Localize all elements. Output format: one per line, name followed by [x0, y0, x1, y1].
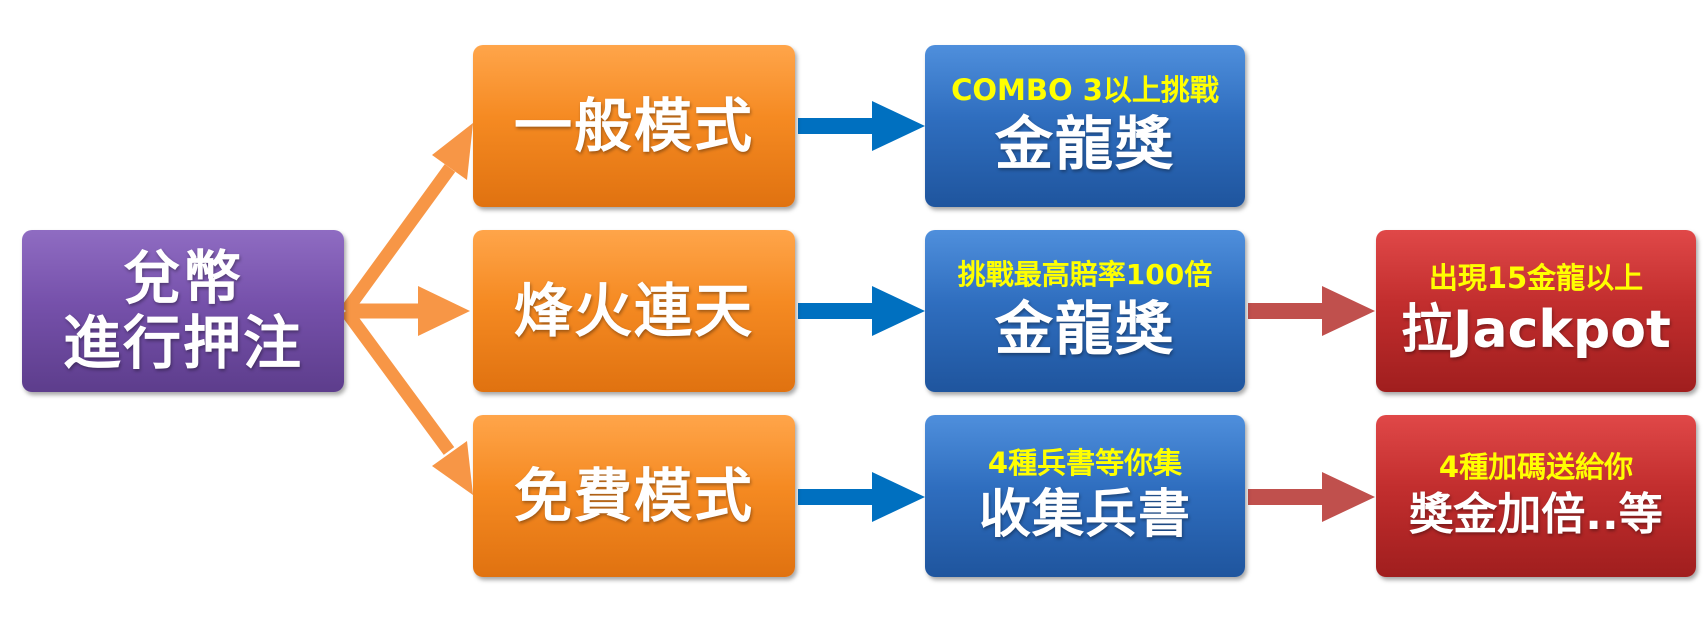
- bonus-box-double: 4種加碼送給你 獎金加倍..等: [1376, 415, 1696, 577]
- result-subtitle-1: COMBO 3以上挑戰: [951, 72, 1219, 107]
- result-subtitle-2: 挑戰最高賠率100倍: [957, 258, 1213, 292]
- bonus-subtitle-jackpot: 出現15金龍以上: [1428, 260, 1644, 295]
- mode-label-war: 烽火連天: [513, 276, 754, 345]
- start-box: 兌幣 進行押注: [22, 230, 344, 392]
- mode-box-free: 免費模式: [473, 415, 795, 577]
- result-label-1: 金龍獎: [994, 110, 1175, 179]
- result-subtitle-3: 4種兵書等你集: [987, 445, 1183, 480]
- mode-label-free: 免費模式: [513, 461, 754, 530]
- orange-arrow-to-war-mode: [346, 286, 470, 336]
- blue-arrow-row-2: [798, 286, 925, 336]
- bonus-box-jackpot: 出現15金龍以上 拉Jackpot: [1376, 230, 1696, 392]
- result-box-3: 4種兵書等你集 收集兵書: [925, 415, 1245, 577]
- red-arrow-row-3: [1248, 472, 1375, 522]
- blue-arrow-row-3: [798, 472, 925, 522]
- start-box-label: 兌幣 進行押注: [63, 246, 303, 376]
- start-line-2: 進行押注: [62, 309, 303, 377]
- orange-arrow-to-normal-mode: [340, 123, 473, 315]
- mode-box-normal: 一般模式: [473, 45, 795, 207]
- start-line-1: 兌幣: [122, 244, 243, 313]
- mode-box-war: 烽火連天: [473, 230, 795, 392]
- bonus-label-jackpot: 拉Jackpot: [1401, 299, 1671, 360]
- bonus-label-double: 獎金加倍..等: [1409, 489, 1663, 541]
- result-box-2: 挑戰最高賠率100倍 金龍獎: [925, 230, 1245, 392]
- orange-arrow-to-free-mode: [340, 307, 473, 495]
- mode-label-normal: 一般模式: [513, 91, 754, 160]
- result-label-2: 金龍獎: [994, 294, 1175, 363]
- result-box-1: COMBO 3以上挑戰 金龍獎: [925, 45, 1245, 207]
- blue-arrow-row-1: [798, 101, 925, 151]
- result-label-3: 收集兵書: [978, 484, 1191, 545]
- bonus-subtitle-double: 4種加碼送給你: [1438, 450, 1634, 485]
- red-arrow-row-2: [1248, 286, 1375, 336]
